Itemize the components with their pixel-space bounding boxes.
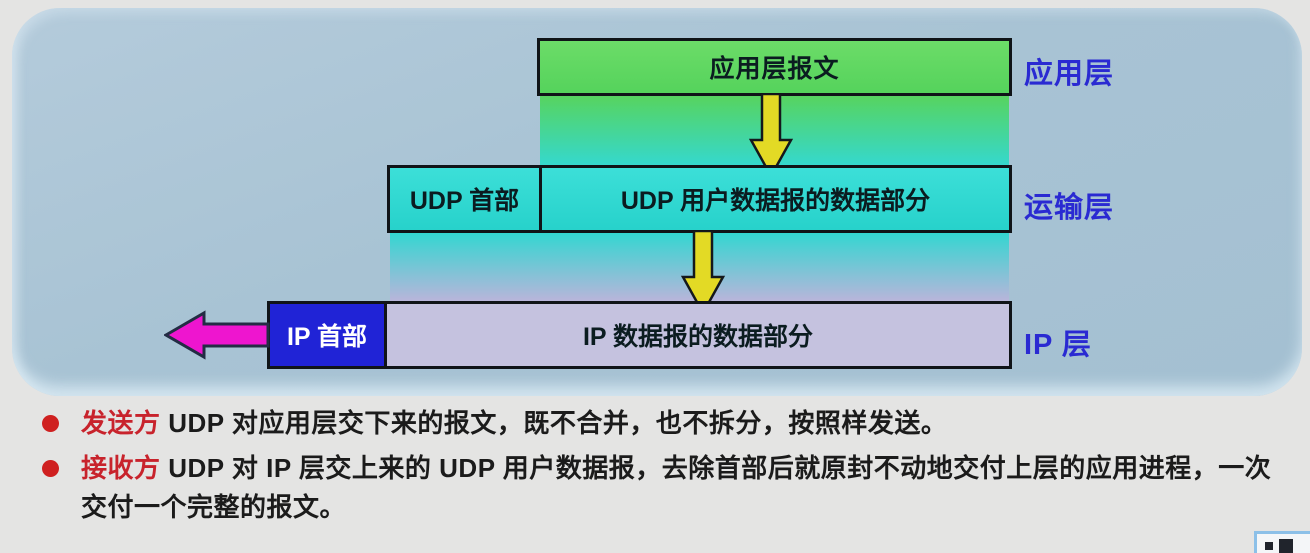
bullet-dot-icon (42, 460, 59, 477)
bullet-sender-lead: 发送方 (81, 408, 161, 438)
udp-datagram-row: UDP 首部 UDP 用户数据报的数据部分 (387, 165, 1012, 233)
watermark-glyph-icon (1262, 539, 1276, 553)
bullet-receiver-lead: 接收方 (81, 453, 161, 483)
bullet-receiver-text: 接收方 UDP 对 IP 层交上来的 UDP 用户数据报，去除首部后就原封不动地… (81, 449, 1281, 527)
ip-data-label: IP 数据报的数据部分 (582, 323, 814, 351)
ip-header-label: IP 首部 (286, 323, 368, 351)
layer-label-application: 应用层 (1024, 58, 1115, 90)
ip-header-box: IP 首部 (267, 301, 387, 369)
layer-label-ip: IP 层 (1024, 329, 1092, 361)
bullet-dot-icon (42, 415, 59, 432)
bullet-receiver-body: UDP 对 IP 层交上来的 UDP 用户数据报，去除首部后就原封不动地交付上层… (81, 453, 1272, 522)
left-arrow-icon (164, 310, 270, 360)
udp-header-label: UDP 首部 (409, 187, 520, 215)
list-item: 发送方 UDP 对应用层交下来的报文，既不合并，也不拆分，按照样发送。 (36, 404, 1281, 443)
bullet-sender-text: 发送方 UDP 对应用层交下来的报文，既不合并，也不拆分，按照样发送。 (81, 404, 947, 443)
application-message-label: 应用层报文 (709, 55, 840, 83)
udp-header-box: UDP 首部 (387, 165, 542, 233)
application-message-box: 应用层报文 (537, 38, 1012, 96)
bullet-sender-body: UDP 对应用层交下来的报文，既不合并，也不拆分，按照样发送。 (160, 408, 948, 438)
ip-data-box: IP 数据报的数据部分 (387, 301, 1012, 369)
notes-section: 发送方 UDP 对应用层交下来的报文，既不合并，也不拆分，按照样发送。 接收方 … (36, 404, 1281, 533)
udp-data-box: UDP 用户数据报的数据部分 (542, 165, 1012, 233)
layer-label-transport: 运输层 (1024, 192, 1115, 224)
down-arrow-icon (748, 94, 794, 178)
udp-data-label: UDP 用户数据报的数据部分 (620, 187, 931, 215)
list-item: 接收方 UDP 对 IP 层交上来的 UDP 用户数据报，去除首部后就原封不动地… (36, 449, 1281, 527)
watermark-badge (1254, 531, 1310, 553)
down-arrow-icon (680, 231, 726, 315)
ip-datagram-row: IP 首部 IP 数据报的数据部分 (267, 301, 1012, 369)
diagram-panel: 应用层报文 UDP 首部 UDP 用户数据报的数据部分 IP 首部 IP 数据报… (12, 8, 1302, 396)
watermark-glyph-icon (1279, 539, 1293, 553)
